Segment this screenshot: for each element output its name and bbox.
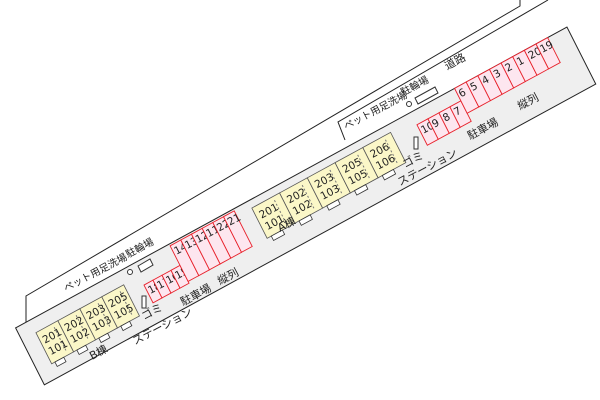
left-parking-stall (222, 210, 253, 253)
building-a-unit (362, 131, 407, 179)
unit-entrance (270, 229, 286, 242)
unit-divider-dotted (53, 327, 67, 352)
left-stall-number: 21 (226, 212, 243, 229)
unit-divider-dotted (97, 303, 111, 328)
right-stall-number: 1 (515, 55, 527, 69)
right-stall-number: 6 (457, 86, 469, 100)
garbage-station-right-icon (413, 136, 419, 150)
unit-divider-dotted (273, 200, 287, 224)
unit-divider-dotted (301, 184, 315, 209)
right-stall-number: 9 (430, 117, 442, 131)
unit-entrance (326, 199, 341, 211)
right-stall-number: 7 (452, 105, 464, 119)
unit-divider-dotted (329, 169, 343, 194)
unit-entrance (298, 214, 313, 226)
bike-rack-upper-icon (414, 86, 439, 105)
right-parking-stall (449, 100, 472, 128)
petwash-upper-icon (406, 101, 412, 107)
unit-divider-dotted (75, 315, 89, 340)
unit-entrance (354, 184, 369, 196)
right-stall-number: 5 (468, 80, 480, 94)
unit-divider-dotted (384, 139, 398, 164)
road-line (25, 0, 521, 326)
right-stall-number: 2 (503, 61, 515, 75)
unit-entrance (381, 168, 397, 181)
right-stall-number: 8 (441, 111, 453, 125)
label-road: 道路 (442, 50, 468, 73)
right-stall-number: 3 (492, 67, 504, 81)
left-parking-stall (170, 264, 190, 289)
bike-rack-lower-icon (137, 258, 154, 273)
road-line-inner (337, 0, 549, 141)
unit-entrance (76, 344, 89, 356)
unit-divider-dotted (357, 154, 370, 179)
petwash-lower-icon (127, 269, 133, 275)
right-stall-number: 4 (480, 74, 492, 88)
building-b-unit (101, 284, 140, 329)
right-stall-number: 19 (538, 39, 555, 56)
unit-entrance (98, 332, 111, 344)
right-parking-stall (535, 36, 561, 70)
unit-divider-dotted (119, 291, 133, 316)
unit-entrance (54, 356, 67, 368)
garbage-station-left-icon (141, 295, 147, 309)
unit-entrance (120, 320, 133, 332)
